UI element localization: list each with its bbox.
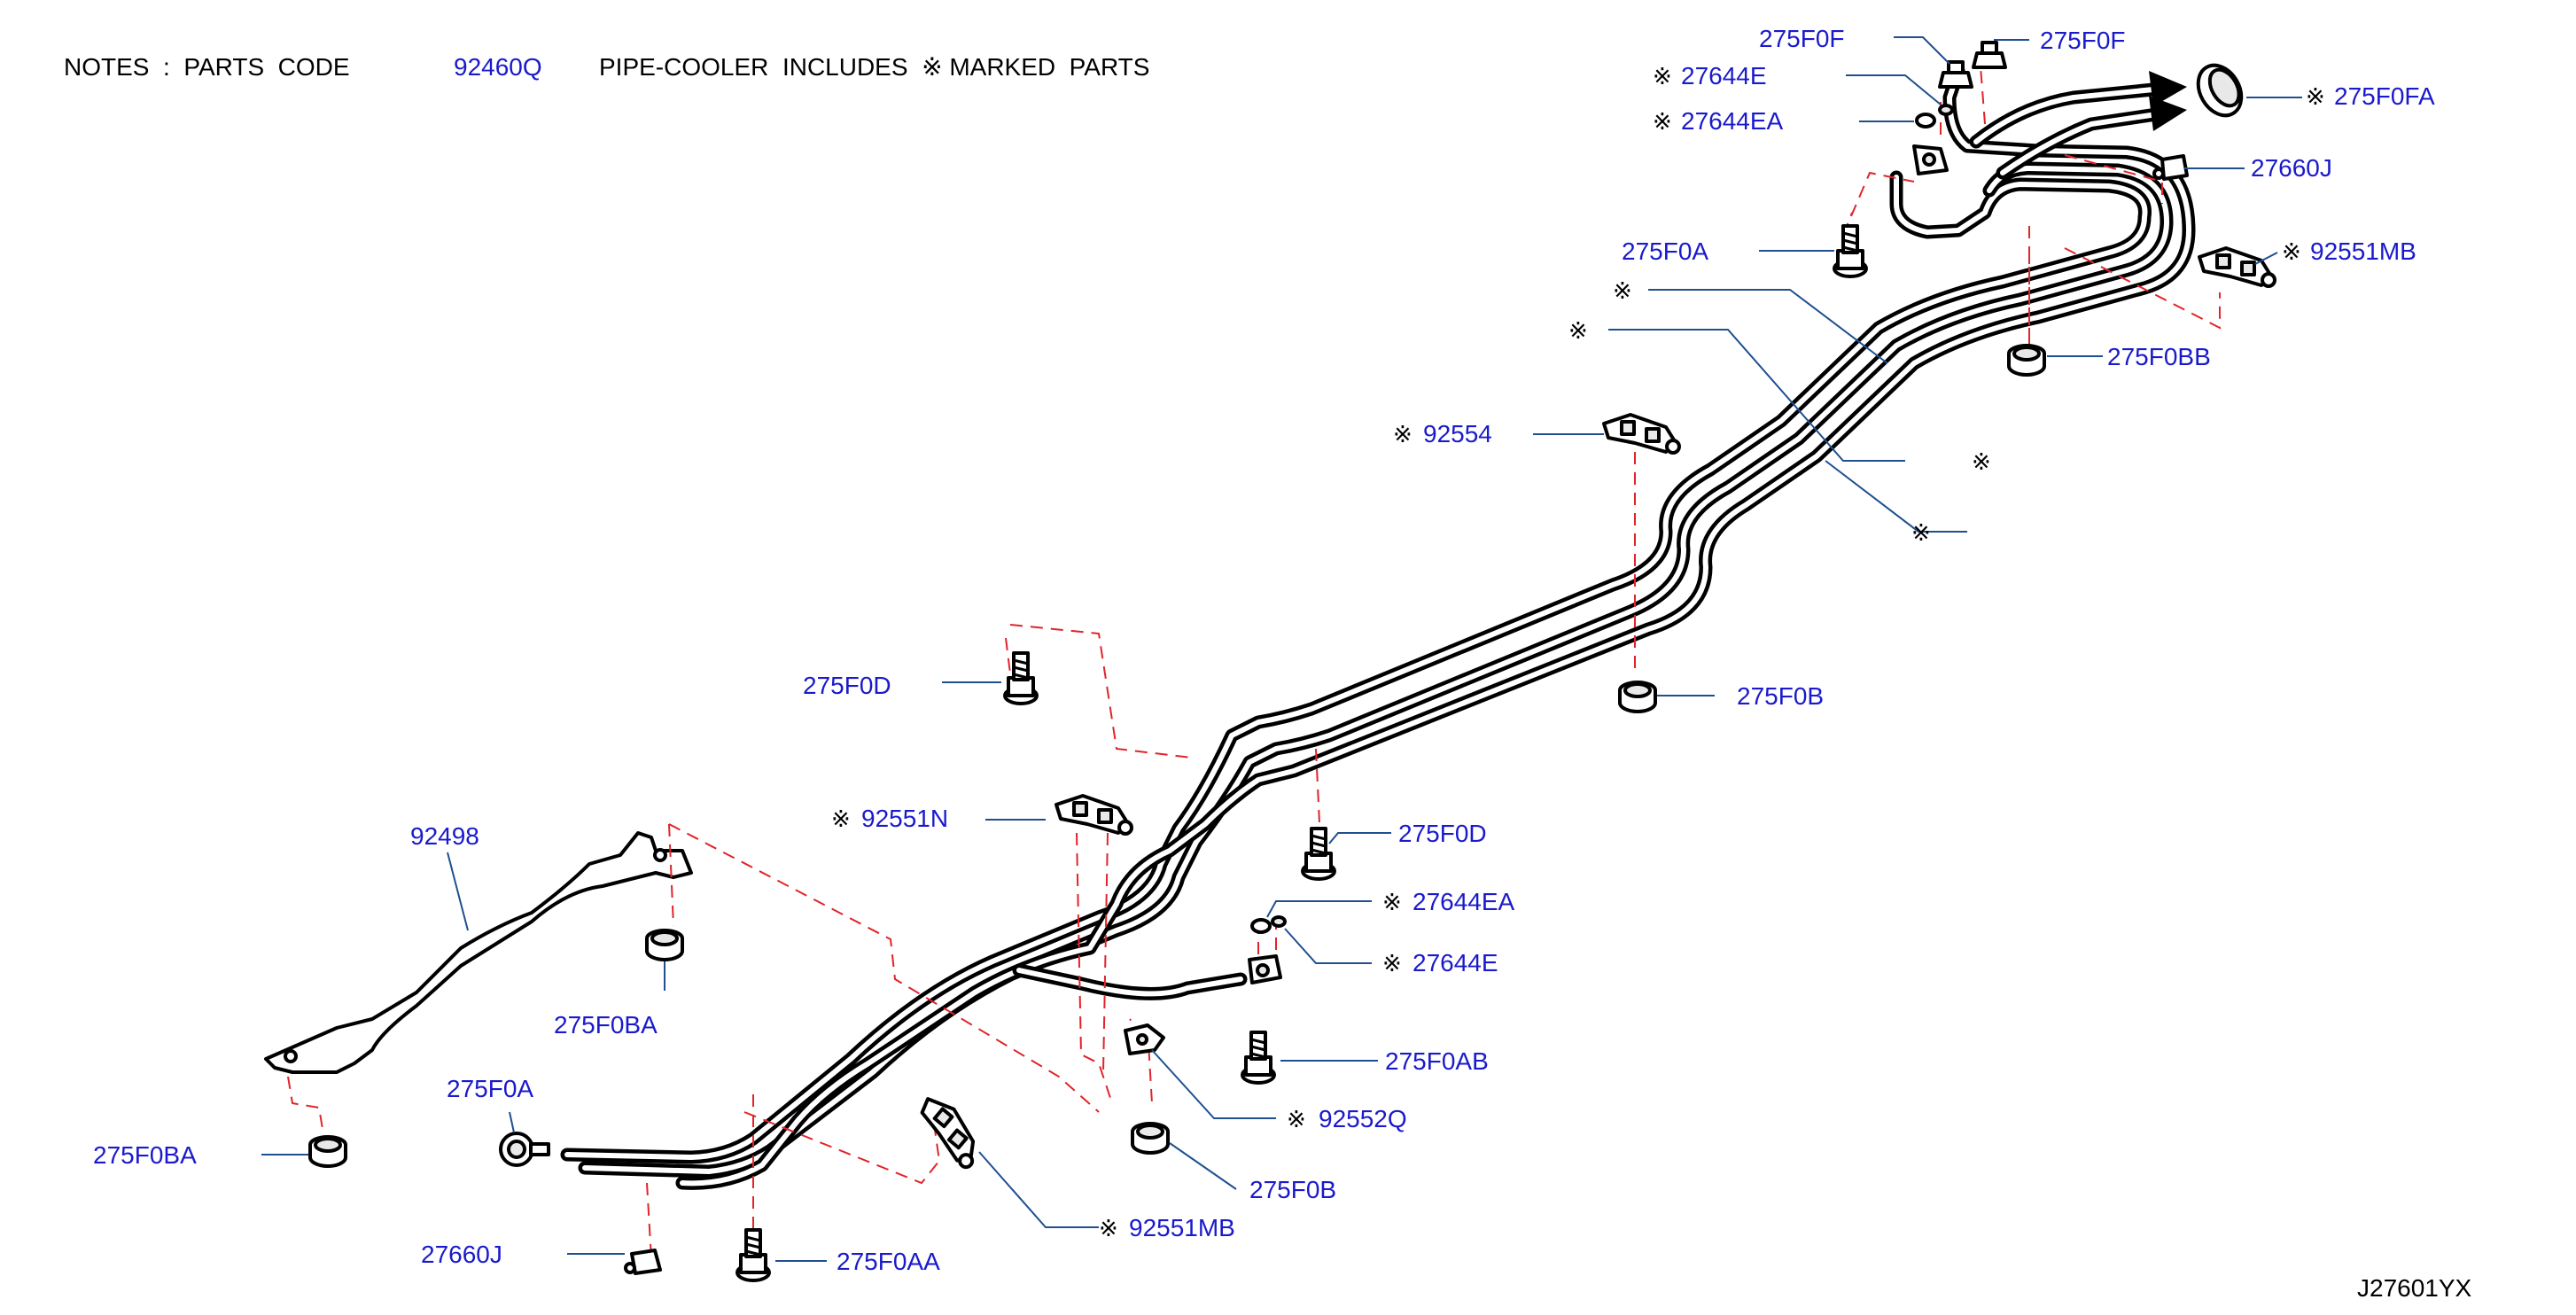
callout-labels: 275F0F 275F0F ※ 27644E ※ 27644EA ※ 275F0…: [93, 25, 2435, 1275]
callout-275F0B-right[interactable]: 275F0B: [1737, 682, 1824, 710]
nut-275F0BB-icon[interactable]: [2007, 344, 2046, 377]
bolt-275F0A-top-icon[interactable]: [1833, 224, 1868, 278]
notes-prefix: NOTES : PARTS CODE: [64, 53, 350, 81]
callout-27644EA-top[interactable]: 27644EA: [1681, 107, 1784, 135]
hose-clamp-275F0FA-icon[interactable]: [2190, 58, 2250, 123]
callout-92498[interactable]: 92498: [410, 822, 479, 850]
callout-27660J-bottom[interactable]: 27660J: [421, 1241, 502, 1268]
outlet-arrow-lower: [2149, 96, 2187, 131]
nut-275F0BA-lower-icon[interactable]: [308, 1135, 347, 1168]
callout-275F0F-right[interactable]: 275F0F: [2040, 27, 2126, 54]
callout-275F0D-left[interactable]: 275F0D: [803, 672, 891, 699]
clamp-92551MB-top-icon[interactable]: [2198, 246, 2276, 288]
pipe-clamp-275F0F-2-icon[interactable]: [1972, 41, 2007, 69]
clamp-92551N-icon[interactable]: [1055, 794, 1133, 836]
callout-275F0FA[interactable]: 275F0FA: [2334, 82, 2435, 110]
nut-275F0BA-upper-icon[interactable]: [645, 929, 684, 961]
cooler-pipe-2: [578, 161, 2174, 1179]
callout-92551MB-top[interactable]: 92551MB: [2310, 237, 2416, 265]
pipe-clamp-275F0F-icon[interactable]: [1938, 60, 1973, 89]
mark-27644EA-top: ※: [1653, 109, 1672, 136]
bolt-275F0AA-icon[interactable]: [735, 1228, 771, 1282]
mark-92551MB-top: ※: [2282, 239, 2301, 266]
mark-275F0FA: ※: [2306, 84, 2325, 111]
outlet-arrow-upper: [2149, 71, 2187, 106]
callout-27644E-mid[interactable]: 27644E: [1413, 949, 1498, 977]
callout-275F0BA-upper[interactable]: 275F0BA: [554, 1011, 658, 1039]
clamp-92551MB-bottom-icon[interactable]: [907, 1090, 993, 1172]
o-ring-27644E-mid-icon[interactable]: [1271, 915, 1287, 928]
callout-27644E-top[interactable]: 27644E: [1681, 62, 1767, 89]
union-fitting-mid-icon[interactable]: [1248, 954, 1282, 984]
callout-275F0AA[interactable]: 275F0AA: [837, 1248, 940, 1275]
mark-27644EA-mid: ※: [1382, 890, 1402, 916]
callout-275F0AB[interactable]: 275F0AB: [1385, 1047, 1489, 1075]
callout-275F0B-left[interactable]: 275F0B: [1249, 1176, 1336, 1203]
callout-27660J-top[interactable]: 27660J: [2251, 154, 2332, 182]
mark-27644E-mid: ※: [1382, 951, 1402, 977]
notes-parts-code[interactable]: 92460Q: [454, 53, 542, 81]
bolt-275F0D-right-icon[interactable]: [1301, 827, 1336, 881]
mark-92551N: ※: [831, 806, 851, 833]
nut-275F0B-left-icon[interactable]: [1131, 1122, 1170, 1155]
bracket-92552Q-icon[interactable]: [1124, 1023, 1165, 1055]
nut-275F0B-right-icon[interactable]: [1618, 681, 1657, 713]
clip-27660J-top-icon[interactable]: [2152, 154, 2189, 181]
callout-275F0A-bottom[interactable]: 275F0A: [447, 1075, 533, 1102]
diagram-id: J27601YX: [2357, 1274, 2472, 1302]
pipe-mark-4: ※: [1911, 520, 1931, 547]
callout-92552Q[interactable]: 92552Q: [1319, 1105, 1407, 1132]
union-fitting-top-icon[interactable]: [1912, 144, 1949, 175]
cooler-pipe-1: [560, 170, 2152, 1164]
pipe-mark-3: ※: [1972, 449, 1991, 476]
callout-92551N[interactable]: 92551N: [861, 805, 948, 832]
notes-header: NOTES : PARTS CODE 92460Q PIPE-COOLER IN…: [64, 53, 1149, 81]
pipe-mark-1: ※: [1613, 278, 1632, 305]
clip-27660J-bottom-icon[interactable]: [624, 1249, 662, 1275]
bolt-275F0AB-icon[interactable]: [1241, 1031, 1276, 1085]
bolt-275F0D-left-icon[interactable]: [1003, 651, 1039, 705]
o-ring-27644EA-icon[interactable]: [1915, 113, 1936, 128]
o-ring-27644EA-mid-icon[interactable]: [1250, 918, 1272, 934]
part-shapes: [308, 41, 2276, 1282]
callout-275F0BB[interactable]: 275F0BB: [2107, 343, 2211, 370]
clamp-92554-icon[interactable]: [1602, 413, 1681, 455]
callout-275F0A-top[interactable]: 275F0A: [1622, 237, 1708, 265]
leader-lines: [261, 36, 2302, 1262]
callout-92551MB-bottom[interactable]: 92551MB: [1129, 1214, 1235, 1241]
mark-92554: ※: [1393, 422, 1413, 448]
bracket-92498-icon[interactable]: [264, 831, 693, 1074]
position-guide-lines: [287, 66, 2221, 1259]
callout-275F0BA-lower[interactable]: 275F0BA: [93, 1141, 197, 1169]
callout-92554[interactable]: 92554: [1423, 420, 1492, 447]
callout-27644EA-mid[interactable]: 27644EA: [1413, 888, 1515, 915]
callout-275F0D-right[interactable]: 275F0D: [1398, 820, 1487, 847]
mark-92551MB-bottom: ※: [1099, 1216, 1118, 1242]
cooler-pipe-bundle: [560, 64, 2196, 1190]
notes-suffix: PIPE-COOLER INCLUDES ※ MARKED PARTS: [599, 53, 1149, 81]
pipe-mark-2: ※: [1568, 318, 1588, 345]
o-ring-27644E-icon[interactable]: [1938, 104, 1954, 116]
callout-275F0F-left[interactable]: 275F0F: [1759, 25, 1845, 52]
mark-92552Q: ※: [1287, 1107, 1306, 1133]
fitting-275F0A-bottom-icon[interactable]: [499, 1132, 550, 1167]
mark-27644E-top: ※: [1653, 64, 1672, 90]
